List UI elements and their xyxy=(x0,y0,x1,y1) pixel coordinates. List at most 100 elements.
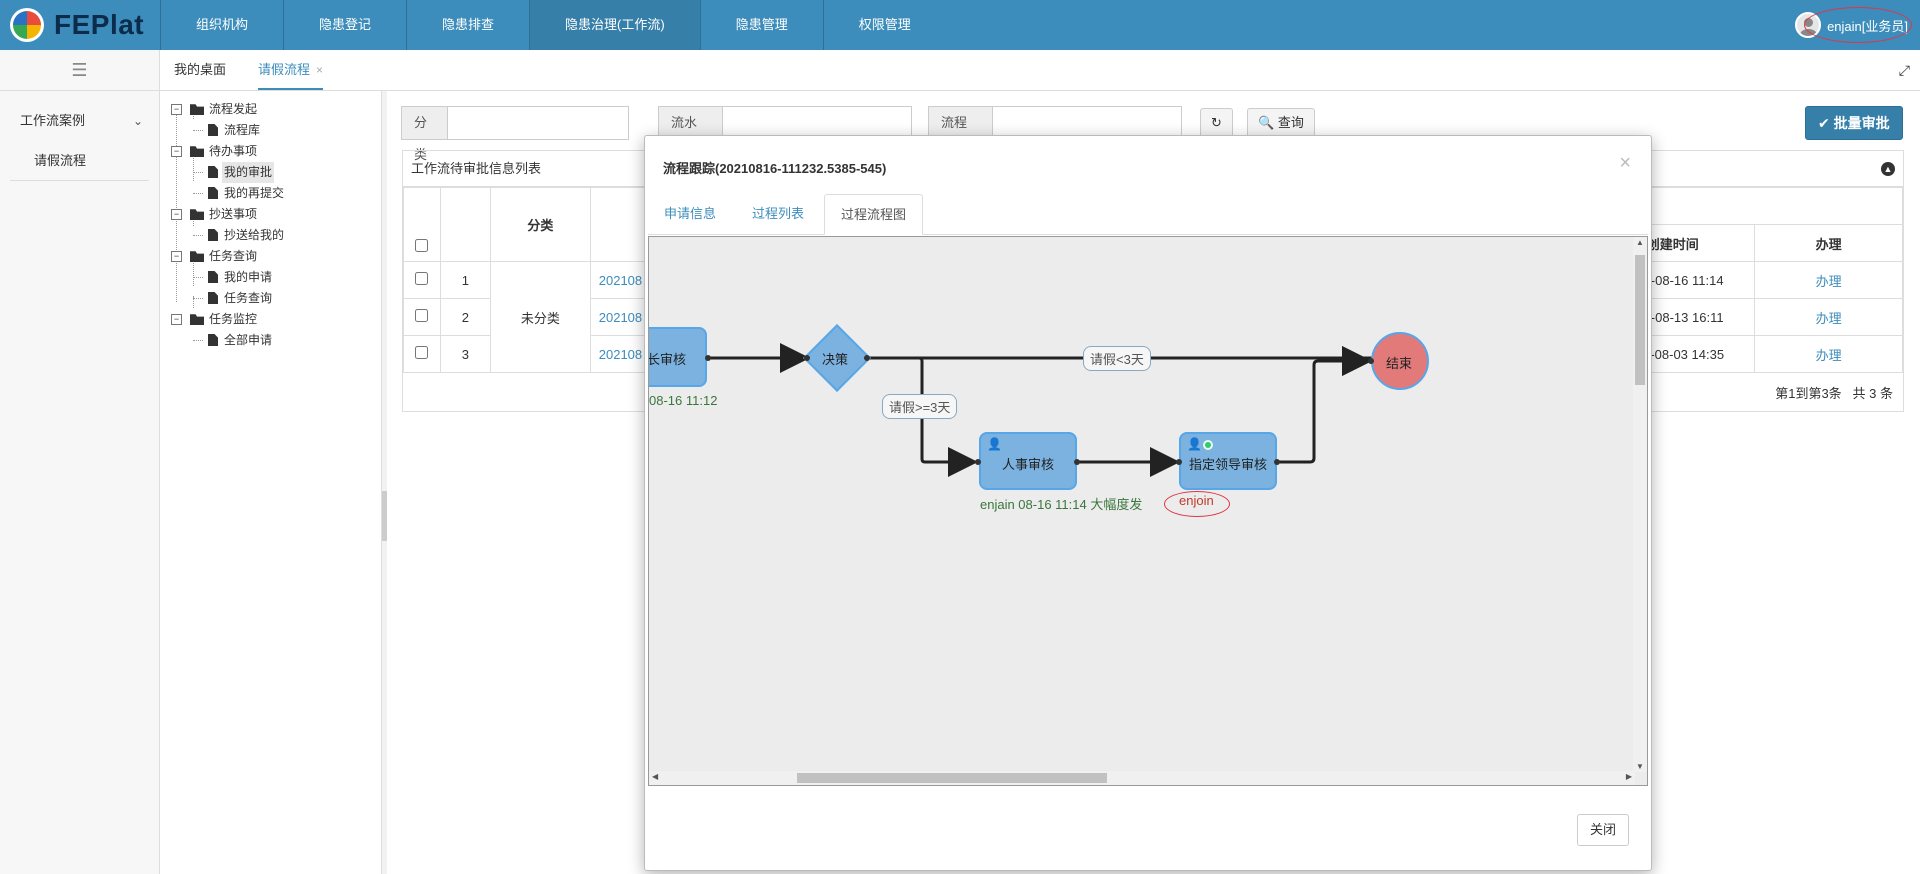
serial-link[interactable]: 202108 xyxy=(598,309,643,325)
left-sidebar: ☰ 工作流案例 ⌄ 请假流程 xyxy=(0,50,160,874)
row-checkbox[interactable] xyxy=(415,272,429,285)
row-index: 3 xyxy=(439,335,491,373)
avatar xyxy=(1795,12,1822,38)
tree-node-my-request[interactable]: 我的申请 xyxy=(160,267,381,288)
refresh-icon: ↻ xyxy=(1211,115,1222,130)
reset-button[interactable]: ↻ xyxy=(1200,108,1233,138)
flow-node-leader-review[interactable]: 👤 指定领导审核 xyxy=(1179,432,1277,490)
close-button[interactable]: 关闭 xyxy=(1576,814,1629,846)
batch-approve-button[interactable]: ✔ 批量审批 xyxy=(1805,106,1903,140)
panel-splitter[interactable] xyxy=(381,91,387,874)
workflow-tree: − 流程发起 流程库 − 待办事项 我的审批 我的再提交 − 抄送事项 抄送给我… xyxy=(160,91,382,874)
handle-link[interactable]: 办理 xyxy=(1815,347,1842,363)
user-icon: 👤 xyxy=(987,437,1002,451)
select-all-cell xyxy=(403,187,441,262)
scroll-left-icon[interactable]: ◀ xyxy=(652,772,659,781)
user-menu[interactable]: enjain[业务员] xyxy=(1795,7,1912,43)
sidebar-group-workflow[interactable]: 工作流案例 ⌄ xyxy=(0,101,159,141)
tree-node-cc-to-me[interactable]: 抄送给我的 xyxy=(160,225,381,246)
tab-leave-flow[interactable]: 请假流程× xyxy=(258,50,324,90)
main-nav: 组织机构 隐患登记 隐患排查 隐患治理(工作流) 隐患管理 权限管理 xyxy=(160,0,946,50)
top-navbar: FEPlat 组织机构 隐患登记 隐患排查 隐患治理(工作流) 隐患管理 权限管… xyxy=(0,0,1920,50)
vertical-scrollbar[interactable]: ▲ ▼ xyxy=(1633,237,1647,772)
index-header xyxy=(439,187,491,262)
flowname-filter: 流程名 xyxy=(928,106,1182,162)
handle-link[interactable]: 办理 xyxy=(1815,310,1842,326)
nav-hazard-manage[interactable]: 隐患管理 xyxy=(699,0,823,50)
collapse-icon[interactable]: ▲ xyxy=(1881,162,1895,176)
flow-node-start-approval[interactable]: 长审核 xyxy=(649,327,707,387)
folder-open-icon xyxy=(190,146,204,157)
node-label: 指定领导审核 xyxy=(1188,457,1267,472)
start-node-note: 08-16 11:12 xyxy=(649,393,718,408)
edge-label-long[interactable]: 请假>=3天 xyxy=(882,394,958,419)
chevron-down-icon: ⌄ xyxy=(132,114,143,128)
nav-hazard-register[interactable]: 隐患登记 xyxy=(283,0,406,50)
connector-dot xyxy=(1176,459,1182,465)
active-status-icon xyxy=(1203,440,1213,450)
tab-apply-info[interactable]: 申请信息 xyxy=(664,206,717,221)
connector-dot xyxy=(975,459,981,465)
hr-note: enjain 08-16 11:14 大幅度发 xyxy=(980,497,1143,512)
logo-icon xyxy=(10,8,44,42)
batch-label: 批量审批 xyxy=(1833,115,1890,131)
sidebar-group-label: 工作流案例 xyxy=(20,113,86,128)
scroll-right-icon[interactable]: ▶ xyxy=(1625,772,1632,781)
app-logo[interactable]: FEPlat xyxy=(10,6,144,44)
user-icon: 👤 xyxy=(1187,437,1202,451)
nav-hazard-inspect[interactable]: 隐患排查 xyxy=(406,0,529,50)
tab-process-diagram[interactable]: 过程流程图 xyxy=(824,194,924,235)
tab-process-list[interactable]: 过程列表 xyxy=(752,206,805,221)
close-icon[interactable]: × xyxy=(1619,152,1631,174)
decision-label: 决策 xyxy=(822,352,849,367)
action-header: 办理 xyxy=(1754,224,1903,262)
file-icon xyxy=(208,271,218,283)
category-input[interactable] xyxy=(448,107,628,139)
connector-dot xyxy=(804,355,810,361)
flow-node-hr-review[interactable]: 👤 人事审核 xyxy=(979,432,1077,490)
edge-label-short[interactable]: 请假<3天 xyxy=(1083,346,1151,371)
serial-link[interactable]: 202108 xyxy=(598,346,643,362)
connector-dot xyxy=(864,355,870,361)
file-icon xyxy=(208,187,218,199)
query-button[interactable]: 🔍 查询 xyxy=(1247,108,1315,138)
folder-open-icon xyxy=(190,104,204,115)
row-checkbox[interactable] xyxy=(415,346,429,359)
process-trace-modal: 流程跟踪(20210816-111232.5385-545) × 申请信息 过程… xyxy=(644,135,1652,871)
tree-node-my-approval[interactable]: 我的审批 xyxy=(160,162,381,183)
flow-diagram-canvas[interactable]: 长审核 08-16 11:12 决策 请假<3天 请假>=3天 👤 人事审核 e… xyxy=(648,236,1648,786)
user-name: enjain[业务员] xyxy=(1827,18,1908,34)
nav-org[interactable]: 组织机构 xyxy=(160,0,283,50)
row-checkbox[interactable] xyxy=(415,309,429,322)
horizontal-scrollbar[interactable]: ◀ ▶ xyxy=(649,771,1635,785)
serial-input[interactable] xyxy=(722,107,911,139)
annotation-ellipse xyxy=(1164,491,1230,517)
handle-link[interactable]: 办理 xyxy=(1815,273,1842,289)
tab-desktop[interactable]: 我的桌面 xyxy=(174,50,226,90)
tree-node-resubmit[interactable]: 我的再提交 xyxy=(160,183,381,204)
flowname-input[interactable] xyxy=(992,107,1181,139)
tree-node-task-query-sub[interactable]: 任务查询 xyxy=(160,288,381,309)
panel-title: 工作流待审批信息列表 xyxy=(411,161,542,176)
sidebar-toggle-icon[interactable]: ☰ xyxy=(0,50,159,91)
scroll-down-icon[interactable]: ▼ xyxy=(1636,762,1644,771)
category-header: 分类 xyxy=(489,187,591,262)
fullscreen-icon[interactable]: ⤢ xyxy=(1898,62,1910,78)
tree-node-task-query[interactable]: − 任务查询 xyxy=(160,246,381,267)
tree-node-cc[interactable]: − 抄送事项 xyxy=(160,204,381,225)
sidebar-item-leave-flow[interactable]: 请假流程 xyxy=(10,141,149,181)
tree-node-start[interactable]: − 流程发起 xyxy=(160,99,381,120)
tree-node-todo[interactable]: − 待办事项 xyxy=(160,141,381,162)
close-tab-icon[interactable]: × xyxy=(316,63,324,77)
page-tabs: 我的桌面 请假流程× ⤢ xyxy=(160,50,1920,91)
connector-dot xyxy=(705,355,711,361)
scroll-up-icon[interactable]: ▲ xyxy=(1636,238,1644,247)
tree-node-flow-lib[interactable]: 流程库 xyxy=(160,120,381,141)
select-all-checkbox[interactable] xyxy=(415,239,429,252)
tree-node-all-requests[interactable]: 全部申请 xyxy=(160,330,381,351)
nav-hazard-workflow[interactable]: 隐患治理(工作流) xyxy=(529,0,700,50)
file-icon xyxy=(208,124,218,136)
serial-link[interactable]: 202108 xyxy=(598,272,643,288)
nav-permission[interactable]: 权限管理 xyxy=(822,0,946,50)
tree-node-monitor[interactable]: − 任务监控 xyxy=(160,309,381,330)
